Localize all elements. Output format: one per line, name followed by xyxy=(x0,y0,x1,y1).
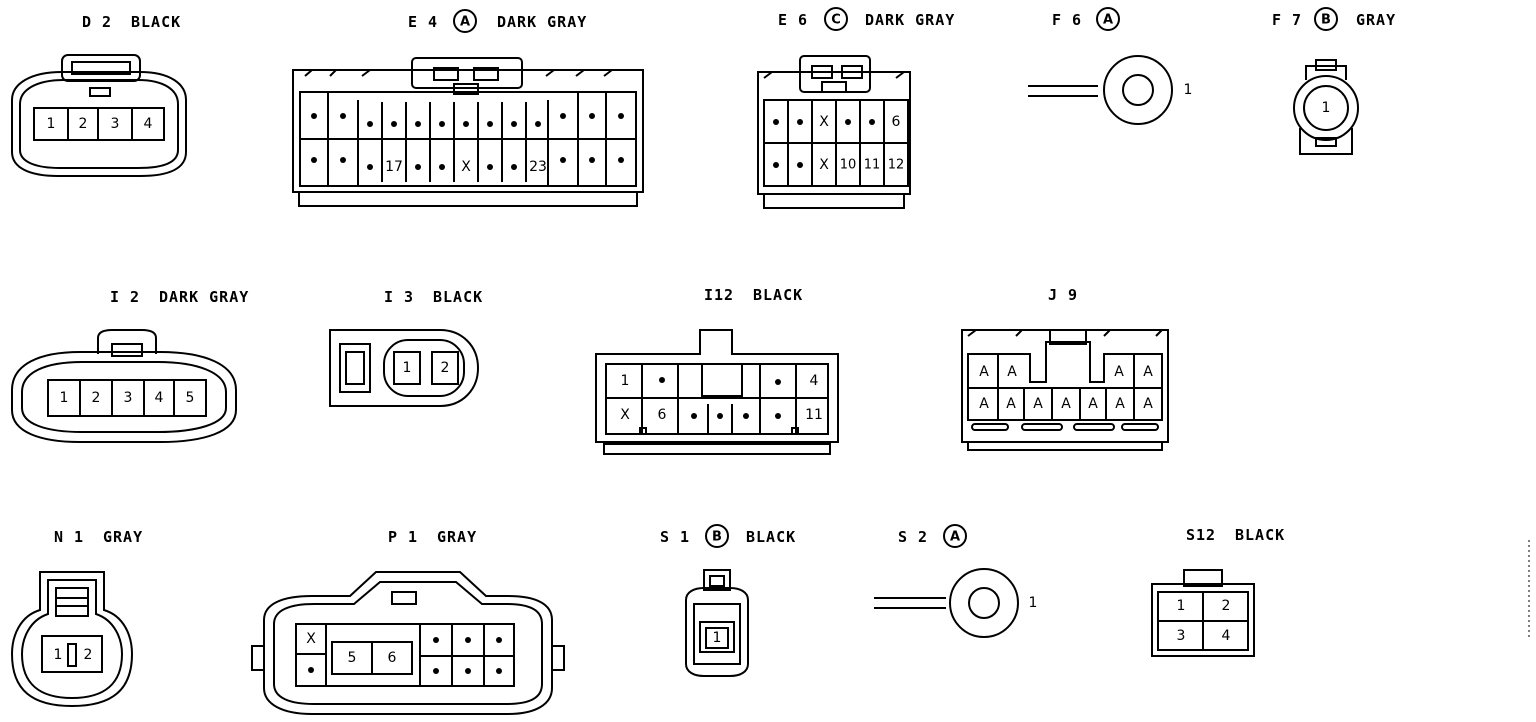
e6-pin-12: 12 xyxy=(888,158,905,173)
j9-pin-a-7: A xyxy=(1033,396,1043,412)
s1-color: BLACK xyxy=(746,528,796,546)
f6-code: F 6 xyxy=(1052,11,1082,29)
j9-pin-a-6: A xyxy=(1006,396,1016,412)
n1-color: GRAY xyxy=(103,528,143,546)
i12-color: BLACK xyxy=(753,286,803,304)
e6-pin-11: 11 xyxy=(864,158,881,173)
connector-f6: F 6 A 1 xyxy=(1028,7,1193,125)
i3-code: I 3 xyxy=(384,288,414,306)
j9-pin-a-8: A xyxy=(1061,396,1071,412)
s1-code: S 1 xyxy=(660,528,690,546)
i12-pin-1: 1 xyxy=(621,373,630,389)
d2-pin-3: 3 xyxy=(111,116,120,132)
f7-badge: B xyxy=(1321,13,1331,28)
n1-pin-1: 1 xyxy=(54,647,63,663)
s12-pin-2: 2 xyxy=(1222,598,1231,614)
e6-pin-6: 6 xyxy=(892,114,901,130)
s2-code: S 2 xyxy=(898,528,928,546)
i3-color: BLACK xyxy=(433,288,483,306)
e4-pin-x: X xyxy=(461,159,471,175)
connector-n1: N 1 GRAY 1 2 xyxy=(10,528,143,708)
e4-code: E 4 xyxy=(408,13,438,31)
i12-pin-4: 4 xyxy=(810,373,819,389)
i2-color: DARK GRAY xyxy=(159,288,249,306)
f7-color: GRAY xyxy=(1356,11,1396,29)
e4-pin-17: 17 xyxy=(385,159,403,175)
e6-color: DARK GRAY xyxy=(865,11,955,29)
d2-pin-2: 2 xyxy=(79,116,88,132)
connector-s1: S 1 B BLACK 1 xyxy=(660,524,796,677)
i3-pin-1: 1 xyxy=(403,360,412,376)
d2-pin-4: 4 xyxy=(144,116,153,132)
s12-color: BLACK xyxy=(1235,526,1285,544)
n1-code: N 1 xyxy=(54,528,84,546)
j9-pin-a-5: A xyxy=(979,396,989,412)
p1-pin-x: X xyxy=(306,631,316,647)
i12-pin-11: 11 xyxy=(805,407,823,423)
e6-badge: C xyxy=(831,13,841,28)
d2-pin-1: 1 xyxy=(47,116,56,132)
e4-color: DARK GRAY xyxy=(497,13,587,31)
j9-code: J 9 xyxy=(1048,286,1078,304)
s1-pin-1: 1 xyxy=(713,630,722,646)
j9-pin-a-11: A xyxy=(1143,396,1153,412)
p1-pin-5: 5 xyxy=(348,650,357,666)
connector-i3: I 3 BLACK 1 2 xyxy=(329,288,483,407)
s12-pin-1: 1 xyxy=(1177,598,1186,614)
j9-pin-a-9: A xyxy=(1088,396,1098,412)
j9-pin-a-2: A xyxy=(1007,364,1017,380)
i2-pin-4: 4 xyxy=(155,390,164,406)
s12-pin-4: 4 xyxy=(1222,628,1231,644)
f6-pin-1: 1 xyxy=(1184,82,1193,98)
n1-pin-2: 2 xyxy=(84,647,93,663)
i2-pin-1: 1 xyxy=(60,390,69,406)
j9-pin-a-10: A xyxy=(1115,396,1125,412)
i2-pin-5: 5 xyxy=(186,390,195,406)
p1-pin-6: 6 xyxy=(388,650,397,666)
i2-pin-2: 2 xyxy=(92,390,101,406)
s12-code: S12 xyxy=(1186,526,1216,544)
d2-color: BLACK xyxy=(131,13,181,31)
f7-code: F 7 xyxy=(1272,11,1302,29)
connector-d2: D 2 BLACK 1 2 3 4 xyxy=(11,13,187,177)
j9-pin-a-3: A xyxy=(1114,364,1124,380)
p1-code: P 1 xyxy=(388,528,418,546)
s1-badge: B xyxy=(712,530,722,545)
i12-pin-x: X xyxy=(620,407,630,423)
d2-code: D 2 xyxy=(82,13,112,31)
i12-code: I12 xyxy=(704,286,734,304)
s12-pin-3: 3 xyxy=(1177,628,1186,644)
i2-code: I 2 xyxy=(110,288,140,306)
j9-pin-a-4: A xyxy=(1143,364,1153,380)
s2-pin-1: 1 xyxy=(1029,595,1038,611)
connector-p1: P 1 GRAY X 5 6 xyxy=(251,528,565,715)
f6-badge: A xyxy=(1103,13,1113,28)
i2-pin-3: 3 xyxy=(124,390,133,406)
e6-code: E 6 xyxy=(778,11,808,29)
e4-pin-23: 23 xyxy=(529,159,547,175)
connector-e4: E 4 A DARK GRAY 17 X xyxy=(292,9,644,207)
connector-e6: E 6 C DARK GRAY X 6 X 10 11 12 xyxy=(757,7,955,209)
e6-pin-x-top: X xyxy=(819,114,829,130)
connector-s2: S 2 A 1 xyxy=(874,524,1038,638)
connector-i2: I 2 DARK GRAY 1 2 3 4 5 xyxy=(11,288,249,443)
connector-f7: F 7 B GRAY 1 xyxy=(1272,7,1396,155)
i12-pin-6: 6 xyxy=(658,407,667,423)
connector-i12: I12 BLACK 1 4 X 6 11 xyxy=(595,286,839,455)
e6-pin-10: 10 xyxy=(840,158,857,173)
f7-pin-1: 1 xyxy=(1322,100,1331,116)
j9-pin-a-1: A xyxy=(979,364,989,380)
p1-color: GRAY xyxy=(437,528,477,546)
e6-pin-x-bottom: X xyxy=(819,157,829,173)
s2-badge: A xyxy=(950,530,960,545)
i3-pin-2: 2 xyxy=(441,360,450,376)
e4-badge: A xyxy=(460,15,470,30)
connector-s12: S12 BLACK 1 2 3 4 xyxy=(1151,526,1285,657)
connector-j9: J 9 A A A A A A A A A A A xyxy=(961,286,1169,451)
